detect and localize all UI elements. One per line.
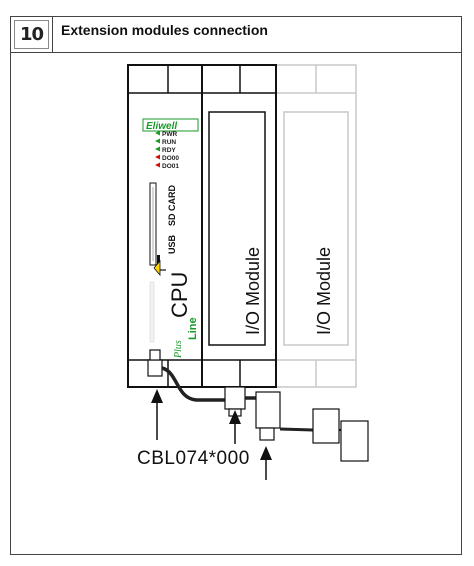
- cpu-plus-text: Plus: [173, 340, 184, 359]
- sd-card-slot: SD CARD USB: [149, 182, 177, 266]
- cpu-expansion-connector: [147, 349, 163, 377]
- led-pwr-icon: [155, 130, 160, 136]
- io-module-1: [201, 64, 277, 388]
- io-module-label-ghost: I/O Module: [314, 247, 334, 335]
- instruction-frame: [10, 16, 462, 555]
- led-label: RDY: [162, 147, 176, 154]
- cable-segment-1: [161, 366, 225, 402]
- section-title: Extension modules connection: [61, 22, 268, 38]
- led-rdy-icon: [155, 146, 160, 152]
- arrow-up-icon: [151, 389, 163, 440]
- cpu-brand-logo: Eliwell: [142, 118, 199, 132]
- io-module-ghost: [275, 64, 357, 388]
- cable-label: CBL074*000: [137, 448, 250, 469]
- led-label: PWR: [162, 131, 177, 138]
- step-box: [10, 16, 53, 53]
- arrow-up-icon: [229, 410, 241, 444]
- svg-text:USB: USB: [167, 234, 177, 254]
- cpu-name: CPU: [167, 272, 192, 318]
- step-number: 10: [14, 20, 49, 49]
- led-label: DO00: [162, 155, 179, 162]
- svg-text:Eliwell: Eliwell: [146, 121, 177, 132]
- led-label: DO01: [162, 163, 179, 170]
- led-run-icon: [155, 138, 160, 144]
- led-label: RUN: [162, 139, 176, 146]
- cpu-line-text: Line: [187, 317, 199, 340]
- cable-segment-3: [279, 427, 314, 432]
- led-do00-icon: [155, 154, 160, 160]
- led-do01-icon: [155, 162, 160, 168]
- cable-end-plug: [312, 408, 369, 462]
- io-module-label: I/O Module: [243, 247, 263, 335]
- arrow-up-icon: [260, 446, 272, 480]
- svg-text:SD CARD: SD CARD: [167, 184, 177, 226]
- cpu-blank-area: [149, 281, 155, 343]
- header-row: [10, 16, 462, 53]
- led-list: PWR RUN RDY DO00 DO01: [155, 130, 179, 170]
- ghost-connector-plug: [255, 391, 281, 441]
- warning-icon: [153, 259, 161, 277]
